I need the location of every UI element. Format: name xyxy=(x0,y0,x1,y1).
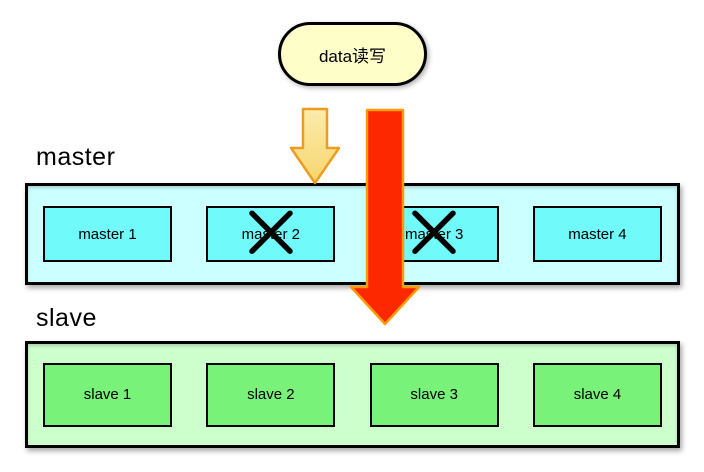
slave-node-3-label: slave 3 xyxy=(410,386,458,403)
master-node-4-label: master 4 xyxy=(568,225,627,243)
slave-node-1: slave 1 xyxy=(43,362,172,427)
slave-node-2-label: slave 2 xyxy=(247,386,295,403)
data-read-write-bubble: data读写 xyxy=(278,22,427,86)
master-section-label: master xyxy=(36,143,116,171)
master-node-1: master 1 xyxy=(43,206,172,262)
master-node-2: master 2 xyxy=(206,206,336,262)
short-arrow-to-master-icon xyxy=(289,107,341,185)
master-row: master 1 master 2 master 3 master 4 xyxy=(25,183,680,285)
master-node-2-label: master 2 xyxy=(241,225,300,243)
slave-node-4-label: slave 4 xyxy=(573,386,622,403)
master-node-3-label: master 3 xyxy=(404,225,464,243)
data-read-write-label: data读写 xyxy=(318,46,387,66)
slave-node-3: slave 3 xyxy=(369,362,499,427)
slave-node-1-label: slave 1 xyxy=(83,386,132,403)
master-node-4: master 4 xyxy=(532,206,662,262)
master-node-3: master 3 xyxy=(369,206,499,262)
slave-node-2: slave 2 xyxy=(206,362,336,427)
slave-node-4: slave 4 xyxy=(532,362,662,427)
slave-section-label: slave xyxy=(36,304,97,332)
slave-row: slave 1 slave 2 slave 3 slave 4 xyxy=(25,341,680,448)
master-node-1-label: master 1 xyxy=(78,225,137,243)
